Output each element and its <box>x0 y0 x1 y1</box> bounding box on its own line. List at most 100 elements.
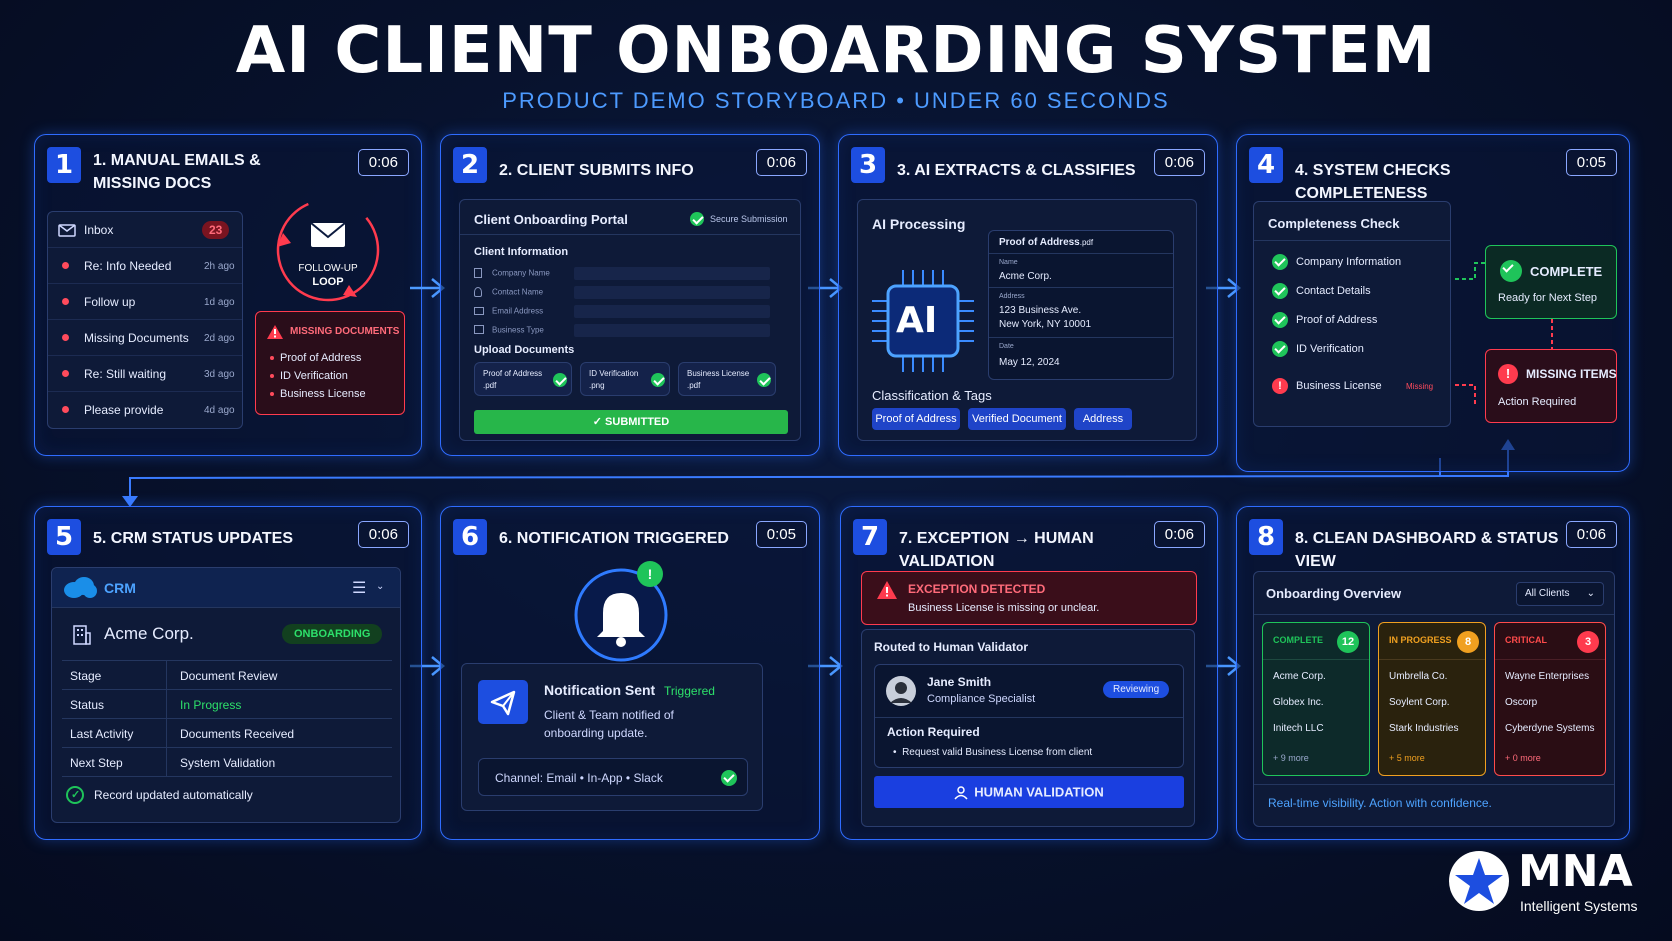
client-item[interactable]: Wayne Enterprises <box>1505 671 1590 682</box>
form-field[interactable]: Company Name <box>474 264 788 283</box>
crm-label: CRM <box>104 580 136 596</box>
form-field[interactable]: Contact Name <box>474 283 788 302</box>
upload-heading: Upload Documents <box>474 344 575 356</box>
missing-tag: Missing <box>1406 382 1434 391</box>
missing-item: ID Verification <box>270 370 348 382</box>
step-duration: 0:06 <box>1153 149 1205 176</box>
check-item: Proof of Address <box>1272 312 1377 328</box>
step-number: 8 <box>1249 519 1283 555</box>
form-field[interactable]: Business Type <box>474 321 788 340</box>
menu-icon[interactable]: ☰ <box>352 580 367 597</box>
client-item[interactable]: Initech LLC <box>1273 723 1324 734</box>
submitted-button[interactable]: ✓ SUBMITTED <box>474 410 788 434</box>
step-3-panel: 3 3. AI EXTRACTS & CLASSIFIES 0:06 AI Pr… <box>838 134 1218 456</box>
status-column: IN PROGRESS 8 Umbrella Co. Soylent Corp.… <box>1378 622 1486 776</box>
status-column: COMPLETE 12 Acme Corp. Globex Inc. Inite… <box>1262 622 1370 776</box>
check-icon <box>1500 260 1522 282</box>
warning-icon <box>267 325 283 339</box>
email-row[interactable]: Please provide 4d ago <box>48 392 242 428</box>
step-4-panel: 4 4. SYSTEM CHECKS COMPLETENESS 0:05 Com… <box>1236 134 1630 472</box>
error-icon: ! <box>1272 378 1288 394</box>
email-row[interactable]: Re: Info Needed 2h ago <box>48 248 242 284</box>
step-number: 4 <box>1249 147 1283 183</box>
logo-tagline: Intelligent Systems <box>1520 898 1638 914</box>
step-title: 8. CLEAN DASHBOARD & STATUS VIEW <box>1295 530 1559 570</box>
inbox-label: Inbox <box>84 223 114 237</box>
extracted-date: May 12, 2024 <box>999 357 1060 368</box>
step-title: 5. CRM STATUS UPDATES <box>93 530 294 547</box>
uploaded-doc[interactable]: Proof of Address .pdf <box>474 362 572 396</box>
routed-label: Routed to Human Validator <box>874 640 1029 654</box>
classification-heading: Classification & Tags <box>872 388 992 403</box>
step-duration: 0:06 <box>1565 521 1617 548</box>
more-link[interactable]: + 0 more <box>1505 753 1541 763</box>
person-icon <box>474 286 482 297</box>
unread-dot <box>62 406 69 413</box>
email-age: 4d ago <box>204 405 235 416</box>
extracted-document: Proof of Address.pdf Name Acme Corp. Add… <box>988 230 1174 380</box>
inbox-count-badge: 23 <box>202 221 230 239</box>
client-filter-select[interactable]: All Clients⌄ <box>1516 582 1604 606</box>
client-item[interactable]: Stark Industries <box>1389 723 1459 734</box>
step-title: 3. AI EXTRACTS & CLASSIFIES <box>897 162 1136 179</box>
completeness-check-card: Completeness Check Company Information C… <box>1253 201 1451 427</box>
exception-desc: Business License is missing or unclear. <box>908 602 1100 614</box>
missing-items-box: ! MISSING ITEMS Action Required <box>1485 349 1617 423</box>
client-item[interactable]: Globex Inc. <box>1273 697 1324 708</box>
exception-box: EXCEPTION DETECTED Business License is m… <box>861 571 1197 625</box>
uploaded-doc[interactable]: Business License .pdf <box>678 362 776 396</box>
ai-label: AI <box>896 300 938 341</box>
check-item: Company Information <box>1272 254 1401 270</box>
form-field[interactable]: Email Address <box>474 302 788 321</box>
client-item[interactable]: Soylent Corp. <box>1389 697 1450 708</box>
step-6-panel: 6 6. NOTIFICATION TRIGGERED 0:05 ! Notif… <box>440 506 820 840</box>
step-1-panel: 1 1. MANUAL EMAILS & MISSING DOCS 0:06 I… <box>34 134 422 456</box>
human-validation-button[interactable]: HUMAN VALIDATION <box>874 776 1184 808</box>
step-title: 6. NOTIFICATION TRIGGERED <box>499 530 729 547</box>
mail-icon <box>58 224 76 237</box>
tag-chip[interactable]: Proof of Address <box>872 408 960 430</box>
ai-processing-title: AI Processing <box>872 216 966 232</box>
check-circle-icon <box>66 786 84 804</box>
notification-card: Notification Sent Triggered Client & Tea… <box>461 663 763 811</box>
missing-documents-box: MISSING DOCUMENTS Proof of Address ID Ve… <box>255 311 405 415</box>
channel-row: Channel: Email • In-App • Slack <box>478 758 748 796</box>
check-item: Contact Details <box>1272 283 1371 299</box>
step-title: 1. MANUAL EMAILS & MISSING DOCS <box>93 152 261 192</box>
building-icon <box>73 625 91 645</box>
missing-item: Business License <box>270 388 366 400</box>
error-icon: ! <box>1498 364 1518 384</box>
check-icon <box>553 373 567 387</box>
client-item[interactable]: Cyberdyne Systems <box>1505 723 1595 734</box>
status-column: CRITICAL 3 Wayne Enterprises Oscorp Cybe… <box>1494 622 1606 776</box>
step-number: 7 <box>853 519 887 555</box>
extracted-name: Acme Corp. <box>999 271 1052 282</box>
vertical-connector <box>1551 319 1553 349</box>
more-link[interactable]: + 9 more <box>1273 753 1309 763</box>
client-item[interactable]: Acme Corp. <box>1273 671 1326 682</box>
notification-desc-2: onboarding update. <box>544 726 648 740</box>
client-item[interactable]: Oscorp <box>1505 697 1538 708</box>
inbox-header[interactable]: Inbox 23 <box>48 212 242 248</box>
tag-chip[interactable]: Address <box>1074 408 1132 430</box>
client-item[interactable]: Umbrella Co. <box>1389 671 1448 682</box>
extracted-address: 123 Business Ave. <box>999 305 1082 316</box>
step-number: 6 <box>453 519 487 555</box>
dashboard-footer: Real-time visibility. Action with confid… <box>1268 796 1492 810</box>
check-item: ID Verification <box>1272 341 1364 357</box>
tag-chip[interactable]: Verified Document <box>968 408 1066 430</box>
email-row[interactable]: Follow up 1d ago <box>48 284 242 320</box>
channel-label: Channel: Email • In-App • Slack <box>495 771 663 785</box>
bell-icon <box>574 568 668 662</box>
email-row[interactable]: Missing Documents 2d ago <box>48 320 242 356</box>
uploaded-doc[interactable]: ID Verification .png <box>580 362 670 396</box>
chevron-down-icon[interactable]: ⌄ <box>376 581 385 592</box>
exception-title: EXCEPTION DETECTED <box>908 582 1046 596</box>
check-icon <box>721 770 737 786</box>
secure-check-icon <box>690 212 704 226</box>
email-row[interactable]: Re: Still waiting 3d ago <box>48 356 242 392</box>
more-link[interactable]: + 5 more <box>1389 753 1425 763</box>
page-subtitle: PRODUCT DEMO STORYBOARD • UNDER 60 SECON… <box>502 88 1170 113</box>
